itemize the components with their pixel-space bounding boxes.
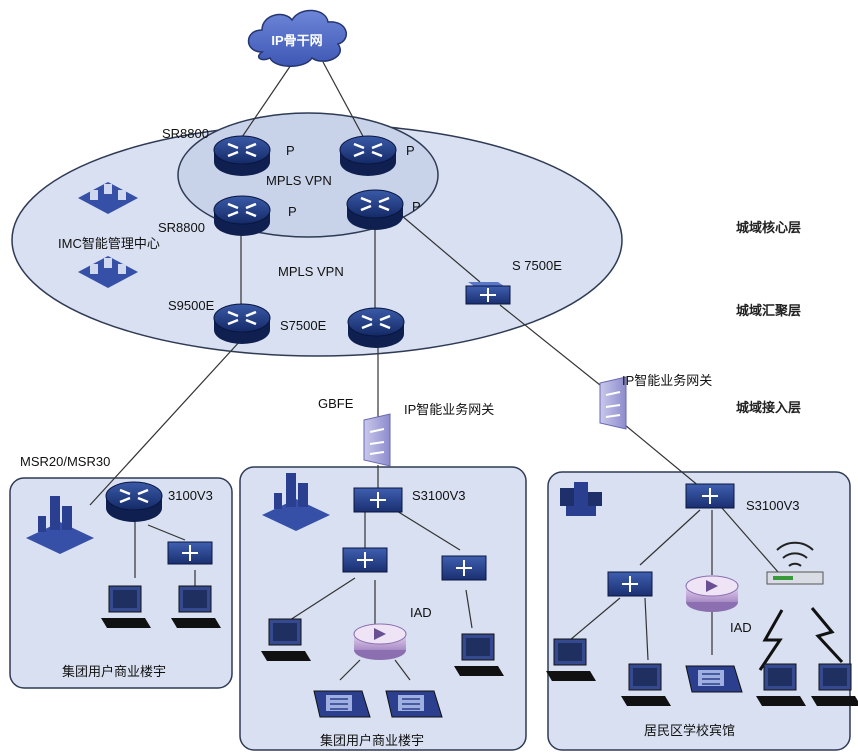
switch-mid-a-icon	[342, 547, 388, 573]
wireless-ap-icon	[766, 541, 824, 585]
pc-icon	[756, 663, 806, 706]
label-gateway-left: IP智能业务网关	[404, 402, 494, 417]
router-sr8800-top-icon	[213, 135, 271, 176]
label-mpls-inner: MPLS VPN	[266, 173, 332, 188]
label-p3: P	[288, 204, 297, 219]
label-left-caption: 集团用户商业楼宇	[62, 664, 166, 679]
label-s9500e: S9500E	[168, 298, 215, 313]
gateway-left-icon	[363, 413, 391, 467]
label-s7500e-router: S7500E	[280, 318, 327, 333]
pc-icon	[454, 633, 504, 676]
label-right-caption: 居民区学校宾馆	[644, 723, 735, 738]
iad-mid-icon	[353, 623, 407, 660]
label-sr8800-top: SR8800	[162, 126, 209, 141]
pc-icon	[621, 663, 671, 706]
label-imc: IMC智能管理中心	[58, 236, 160, 251]
phone-icon	[385, 690, 443, 718]
label-mid-switch: S3100V3	[412, 488, 466, 503]
pc-icon	[101, 585, 151, 628]
router-sr8800-mid-icon	[213, 195, 271, 236]
switch-s7500e-icon	[465, 282, 511, 305]
switch-mid-b-icon	[441, 555, 487, 581]
switch-right-s3100v3-icon	[685, 483, 735, 509]
management-server-icon	[78, 256, 138, 288]
label-p4: P	[412, 199, 421, 214]
cloud-icon	[247, 9, 348, 67]
building-icon	[26, 496, 94, 554]
label-gateway-right: IP智能业务网关	[622, 373, 712, 388]
cloud-label: IP骨干网	[271, 33, 322, 48]
wireless-link-icon	[810, 607, 844, 664]
label-sr8800-mid: SR8800	[158, 220, 205, 235]
pc-icon	[261, 618, 311, 661]
label-right-iad: IAD	[730, 620, 752, 635]
label-p1: P	[286, 143, 295, 158]
switch-left-3100v3-icon	[167, 541, 213, 565]
iad-right-icon	[685, 575, 739, 612]
pc-icon	[171, 585, 221, 628]
switch-mid-s3100v3-icon	[353, 487, 403, 513]
layer-access-label: 城域接入层	[736, 400, 801, 415]
management-server-icon	[78, 182, 138, 214]
label-p2: P	[406, 143, 415, 158]
label-mpls-outer: MPLS VPN	[278, 264, 344, 279]
building-icon	[262, 473, 330, 531]
site-middle-box	[239, 466, 527, 751]
router-p4-icon	[346, 189, 404, 230]
router-msr-icon	[105, 481, 163, 522]
router-p2-icon	[339, 135, 397, 176]
layer-aggregation-label: 城域汇聚层	[736, 303, 801, 318]
switch-right-a-icon	[607, 571, 653, 597]
label-left-switch: 3100V3	[168, 488, 213, 503]
pc-icon	[811, 663, 858, 706]
label-msr: MSR20/MSR30	[20, 454, 110, 469]
router-s9500e-icon	[213, 303, 271, 344]
label-right-switch: S3100V3	[746, 498, 800, 513]
label-mid-caption: 集团用户商业楼宇	[320, 733, 424, 748]
label-s7500e-switch: S 7500E	[512, 258, 562, 273]
residential-icon	[560, 482, 602, 516]
gateway-right-icon	[599, 376, 627, 430]
layer-core-label: 城域核心层	[736, 220, 801, 235]
phone-icon	[685, 665, 743, 693]
phone-icon	[313, 690, 371, 718]
router-s7500e-icon	[347, 307, 405, 348]
pc-icon	[546, 638, 596, 681]
links	[89, 61, 786, 681]
wireless-link-icon	[758, 609, 784, 671]
label-mid-iad: IAD	[410, 605, 432, 620]
label-gbfe: GBFE	[318, 396, 354, 411]
